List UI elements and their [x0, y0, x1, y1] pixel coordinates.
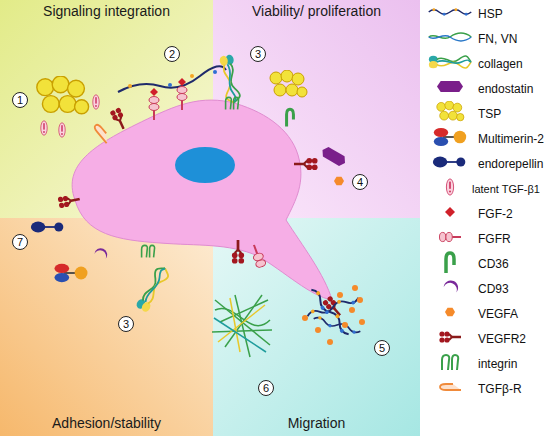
legend-text: CD36	[478, 257, 509, 271]
legend-text: FN, VN	[478, 32, 517, 46]
legend-text: HSP	[478, 7, 503, 21]
region-title: Viability/ proliferation	[252, 3, 381, 19]
region-title: Signaling integration	[43, 3, 170, 19]
legend-icons	[429, 8, 472, 390]
cell	[72, 100, 332, 300]
legend-text: endorepellin	[478, 157, 543, 171]
quadrant-region: Adhesion/stability	[0, 218, 213, 436]
legend-text: TSP	[478, 107, 501, 121]
callout-number: 1	[12, 92, 28, 108]
matrix-molecules	[31, 54, 365, 357]
quadrant-region: Signaling integration	[0, 0, 213, 218]
legend-text: VEGFA	[478, 307, 518, 321]
callout-number: 2	[164, 46, 180, 62]
legend-text: endostatin	[478, 82, 533, 96]
callout-number: 6	[258, 380, 274, 396]
quadrant-region: Viability/ proliferation	[213, 0, 420, 218]
quadrant-region: Migration	[213, 218, 420, 436]
legend-text: FGF-2	[478, 207, 513, 221]
legend-text: CD93	[478, 282, 509, 296]
legend-text: FGFR	[478, 232, 511, 246]
legend-text: integrin	[478, 357, 517, 371]
callout-number: 3	[250, 46, 266, 62]
legend-text: TGFβ-R	[478, 382, 522, 396]
callout-number: 7	[12, 234, 28, 250]
region-title: Adhesion/stability	[52, 415, 161, 431]
legend-text: collagen	[478, 57, 523, 71]
legend-text: VEGFR2	[478, 332, 526, 346]
legend-text: Multimerin-2	[478, 132, 544, 146]
region-title: Migration	[288, 415, 346, 431]
callout-number: 4	[352, 174, 368, 190]
legend-text: latent TGF-β1	[472, 183, 540, 195]
callout-number: 3	[118, 316, 134, 332]
callout-number: 5	[374, 340, 390, 356]
